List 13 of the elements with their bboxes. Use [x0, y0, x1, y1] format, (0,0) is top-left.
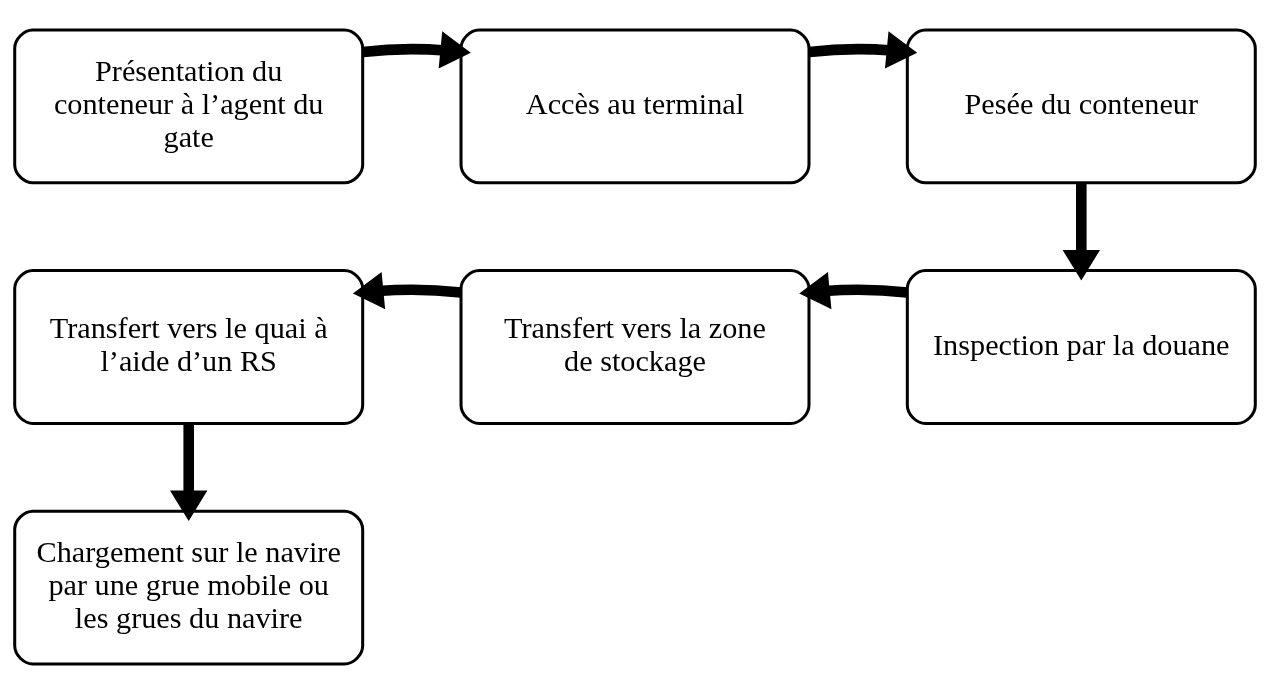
node-box: Accès au terminal — [459, 28, 811, 184]
node-box: Transfert vers la zone de stockage — [459, 268, 811, 425]
arrow — [1062, 182, 1101, 281]
arrow — [799, 271, 908, 309]
arrow — [170, 423, 208, 521]
arrow — [808, 30, 918, 69]
arrow — [362, 30, 471, 69]
node-box: Transfert vers le quai à l’aide d’un RS — [13, 268, 365, 425]
node-box: Pesée du conteneur — [905, 28, 1257, 184]
arrow — [352, 271, 462, 309]
node-box: Chargement sur le navire par une grue mobile ou les grues du navire — [13, 509, 365, 665]
node-box: Inspection par la douane — [905, 268, 1257, 425]
node-box: Présentation du conteneur à l’agent du gate — [13, 28, 365, 184]
